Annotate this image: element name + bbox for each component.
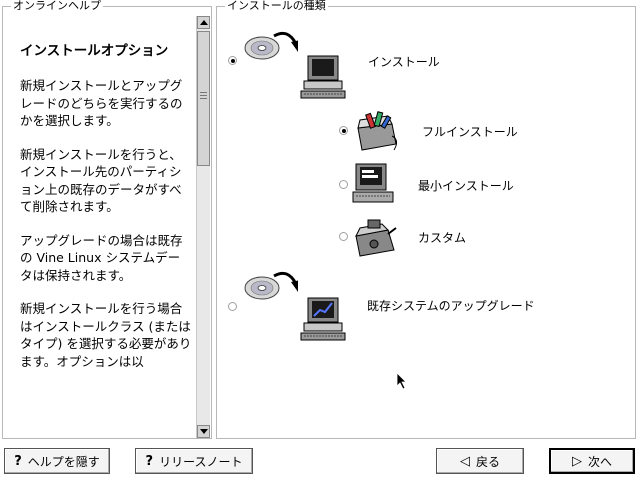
help-paragraph-4: 新規インストールを行う場合はインストールクラス (またはタイプ) を選択する必要… (20, 301, 192, 369)
computer-icon (300, 55, 346, 99)
full-install-label[interactable]: フルインストール (422, 125, 518, 139)
hide-help-label: ヘルプを隠す (27, 454, 100, 469)
install-radio[interactable] (228, 56, 237, 65)
online-help-title: オンラインヘルプ (11, 0, 103, 13)
next-label: 次へ (587, 454, 612, 469)
right-triangle-icon: ▷ (571, 453, 582, 469)
help-text-area: インストールオプション 新規インストールとアップグレードのどちらを実行するのかを… (20, 42, 192, 432)
cd-to-computer-icon (244, 31, 298, 60)
mouse-pointer-icon (396, 372, 407, 390)
upgrade-label[interactable]: 既存システムのアップグレード (367, 299, 535, 313)
scroll-down-button[interactable] (197, 425, 210, 438)
help-paragraph-2: 新規インストールを行うと、インストール先のパーティション上の既存のデータがすべて… (20, 146, 182, 215)
question-mark-icon: ? (145, 453, 154, 469)
cd-to-computer-upgrade-icon (244, 271, 298, 300)
back-button[interactable]: ◁ 戻る (436, 448, 524, 474)
toolbox-icon (357, 111, 398, 151)
upgrade-radio[interactable] (228, 302, 237, 311)
left-triangle-icon: ◁ (459, 453, 470, 469)
custom-radio[interactable] (339, 232, 348, 241)
question-mark-icon: ? (14, 453, 22, 469)
online-help-panel: オンラインヘルプ (2, 0, 212, 439)
install-type-title: インストールの種類 (225, 0, 328, 13)
small-computer-icon (352, 163, 394, 203)
back-label: 戻る (475, 454, 500, 469)
help-heading: インストールオプション (20, 43, 169, 59)
upgrade-computer-icon (300, 297, 346, 341)
help-scrollbar[interactable] (196, 16, 210, 438)
custom-label[interactable]: カスタム (418, 231, 467, 245)
scroll-thumb[interactable] (197, 31, 210, 166)
minimal-install-radio[interactable] (339, 180, 348, 189)
install-label[interactable]: インストール (368, 55, 440, 69)
minimal-install-label[interactable]: 最小インストール (418, 179, 514, 193)
release-notes-button[interactable]: ? リリースノート (135, 448, 253, 474)
install-type-panel: インストールの種類 (216, 0, 636, 439)
scroll-grip (200, 92, 207, 100)
next-button[interactable]: ▷ 次へ (549, 448, 635, 474)
hide-help-button[interactable]: ? ヘルプを隠す (4, 448, 110, 474)
full-install-radio[interactable] (339, 126, 348, 135)
scroll-up-button[interactable] (197, 16, 210, 29)
help-paragraph-3: アップグレードの場合は既存の Vine Linux システムデータは保持されます… (20, 232, 183, 283)
custom-tools-icon (355, 219, 397, 257)
help-paragraph-1: 新規インストールとアップグレードのどちらを実行するのかを選択します。 (20, 78, 183, 128)
release-notes-label: リリースノート (159, 454, 243, 469)
